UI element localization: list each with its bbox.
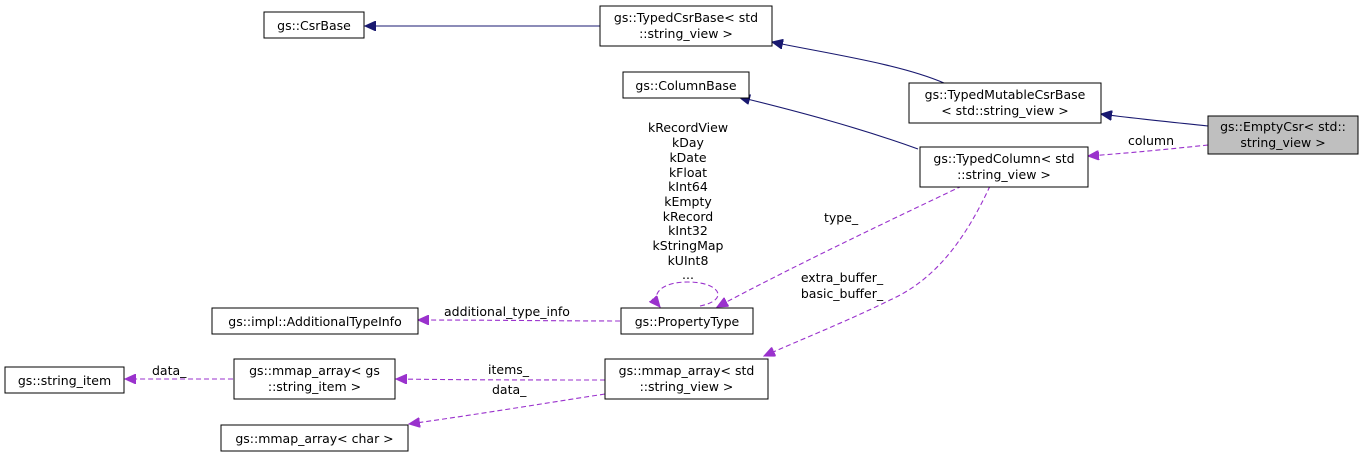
svg-text:gs::CsrBase: gs::CsrBase xyxy=(277,18,351,33)
svg-text:kStringMap: kStringMap xyxy=(653,238,724,253)
svg-text:::string_view >: ::string_view > xyxy=(957,167,1051,182)
edge-propertytype-self xyxy=(656,281,719,307)
node-mmap-array-string-view[interactable]: gs::mmap_array< std ::string_view > xyxy=(604,358,769,400)
svg-text:gs::TypedMutableCsrBase: gs::TypedMutableCsrBase xyxy=(925,87,1086,102)
node-additional-type-info[interactable]: gs::impl::AdditionalTypeInfo xyxy=(211,307,419,335)
svg-text:gs::mmap_array< char >: gs::mmap_array< char > xyxy=(235,431,393,446)
svg-text:...: ... xyxy=(682,267,694,282)
edge-typedcolumn-buffers-mmaparray xyxy=(764,185,991,356)
edge-mmaparray-items-stringitem xyxy=(396,379,606,380)
edge-typedmutable-to-typedcsrbase xyxy=(772,42,945,84)
node-property-type[interactable]: gs::PropertyType xyxy=(620,307,754,335)
svg-text:kInt32: kInt32 xyxy=(668,223,708,238)
svg-text:kDay: kDay xyxy=(672,135,705,150)
svg-text:::string_view >: ::string_view > xyxy=(639,26,733,41)
label-extra-buffer: extra_buffer_ xyxy=(801,270,884,285)
node-column-base[interactable]: gs::ColumnBase xyxy=(622,71,750,99)
label-property-type-enum-values: kRecordView kDay kDate kFloat kInt64 kEm… xyxy=(648,120,728,282)
svg-text:kInt64: kInt64 xyxy=(668,179,708,194)
svg-text:< std::string_view >: < std::string_view > xyxy=(941,103,1069,118)
label-type: type_ xyxy=(824,210,859,225)
label-additional-type-info: additional_type_info xyxy=(444,304,570,319)
edge-typedcolumn-to-columnbase xyxy=(739,97,919,150)
edge-emptycsr-column-typedcolumn xyxy=(1088,144,1209,156)
node-empty-csr[interactable]: gs::EmptyCsr< std:: string_view > xyxy=(1207,115,1359,155)
svg-text:::string_item >: ::string_item > xyxy=(268,379,361,394)
node-string-item[interactable]: gs::string_item xyxy=(4,366,125,394)
label-data-string-item: data_ xyxy=(152,363,187,378)
svg-text:gs::ColumnBase: gs::ColumnBase xyxy=(635,78,736,93)
edge-typedcolumn-type-propertytype xyxy=(717,185,963,307)
svg-text:gs::impl::AdditionalTypeInfo: gs::impl::AdditionalTypeInfo xyxy=(228,314,401,329)
svg-text:gs::string_item: gs::string_item xyxy=(18,373,111,388)
node-typed-column[interactable]: gs::TypedColumn< std ::string_view > xyxy=(919,146,1089,188)
edge-emptycsr-to-typedmutable xyxy=(1101,114,1209,127)
svg-text:gs::mmap_array< std: gs::mmap_array< std xyxy=(619,363,755,378)
svg-text:gs::TypedColumn< std: gs::TypedColumn< std xyxy=(933,151,1074,166)
label-basic-buffer: basic_buffer_ xyxy=(801,286,884,301)
label-items: items_ xyxy=(488,362,530,377)
svg-text:kUInt8: kUInt8 xyxy=(668,253,709,268)
node-typed-csr-base[interactable]: gs::TypedCsrBase< std ::string_view > xyxy=(599,5,773,47)
node-mmap-array-string-item[interactable]: gs::mmap_array< gs ::string_item > xyxy=(233,358,396,400)
node-mmap-array-char[interactable]: gs::mmap_array< char > xyxy=(220,424,409,452)
svg-text:kRecordView: kRecordView xyxy=(648,120,728,135)
edge-mmaparray-data-char xyxy=(409,393,606,424)
svg-text:kEmpty: kEmpty xyxy=(664,194,712,209)
svg-text:kFloat: kFloat xyxy=(669,165,707,180)
svg-text:gs::mmap_array< gs: gs::mmap_array< gs xyxy=(249,363,380,378)
svg-text:gs::TypedCsrBase< std: gs::TypedCsrBase< std xyxy=(614,10,758,25)
node-csr-base[interactable]: gs::CsrBase xyxy=(263,11,365,39)
svg-text:gs::PropertyType: gs::PropertyType xyxy=(635,314,740,329)
label-column: column xyxy=(1128,133,1174,148)
svg-text:kRecord: kRecord xyxy=(663,209,713,224)
svg-text:string_view >: string_view > xyxy=(1240,135,1325,150)
svg-text:kDate: kDate xyxy=(669,150,706,165)
svg-text:gs::EmptyCsr< std::: gs::EmptyCsr< std:: xyxy=(1220,119,1346,134)
label-data-char: data_ xyxy=(492,382,527,397)
node-typed-mutable-csr-base[interactable]: gs::TypedMutableCsrBase < std::string_vi… xyxy=(908,82,1102,124)
edge-propertytype-additionalinfo xyxy=(418,320,621,321)
svg-text:::string_view >: ::string_view > xyxy=(640,379,734,394)
